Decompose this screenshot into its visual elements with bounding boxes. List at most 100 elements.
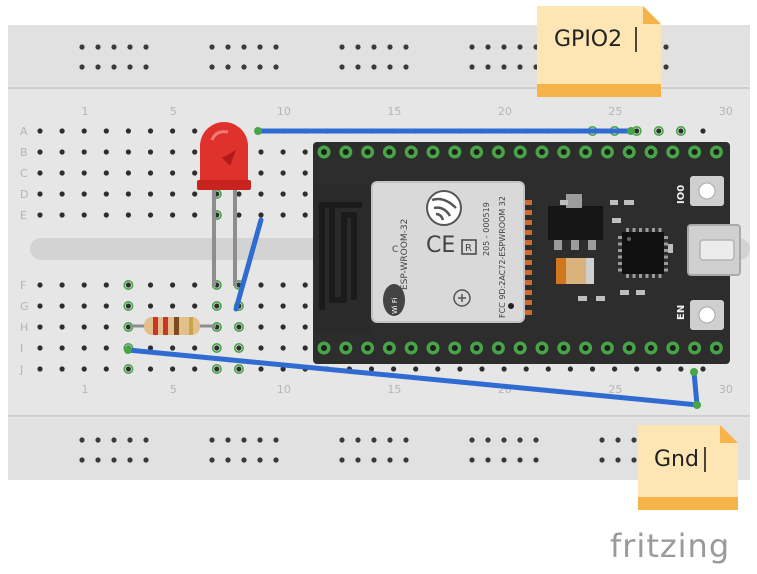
terminal-hole [103,170,109,176]
terminal-hole [302,149,308,155]
rail-hole [371,437,377,443]
rail-hole [95,44,101,50]
en-button-cap [698,306,716,324]
terminal-hole [59,149,65,155]
rail-hole [127,64,133,70]
terminal-hole [125,128,131,134]
header-pin-hole [386,149,393,155]
rail-hole [469,64,475,70]
module-pin1-dot [508,303,514,309]
note-gnd[interactable]: Gnd [638,425,738,510]
column-number: 20 [498,105,512,118]
column-number: 10 [277,105,291,118]
rail-hole [387,457,393,463]
rail-hole [257,457,263,463]
rail-hole [517,44,523,50]
terminal-hole [37,303,43,309]
r-mark: R [465,243,472,254]
terminal-hole [192,366,198,372]
terminal-hole [192,345,198,351]
terminal-hole [258,324,264,330]
power-rail-bottom [8,418,750,480]
terminal-hole [147,282,154,288]
terminal-hole [457,366,463,372]
header-pin-hole [539,345,545,351]
rail-hole [517,64,523,70]
rail-hole [339,64,345,70]
header-pin-hole [451,149,458,155]
header-pin-hole [604,149,611,155]
chip-pin [664,242,668,246]
terminal-hole [192,128,198,134]
header-pin-hole [386,345,393,351]
header-pin-hole [408,345,415,351]
terminal-hole [103,282,109,288]
terminal-hole [192,191,198,197]
terminal-hole [37,149,43,155]
note-gpio2[interactable]: GPIO2 [537,6,661,97]
rail-hole [111,64,117,70]
terminal-hole-connected [123,300,134,311]
header-pin-hole [582,149,589,155]
chip-pin [618,236,622,239]
terminal-hole [103,149,109,155]
terminal-hole [170,128,176,134]
terminal-hole [678,366,684,372]
rail-hole [273,64,279,70]
fcc-logo-icon [453,289,471,307]
rail-hole [273,457,279,463]
wires [124,127,701,409]
rail-hole [95,64,101,70]
rail-hole [225,44,231,50]
terminal-hole [612,366,618,372]
header-pin-hole [342,345,349,351]
header-pin-hole [648,345,654,351]
rail-hole [111,437,117,443]
module-pad [525,240,532,245]
rail-hole [79,437,85,443]
header-pin-hole [517,149,524,155]
terminal-hole [280,149,286,155]
terminal-hole [103,212,109,218]
rail-hole [209,64,215,70]
terminal-hole [125,149,131,155]
terminal-hole-connected [211,300,222,311]
rail-hole [143,437,149,443]
terminal-hole [170,191,176,197]
wire-endpoint-gnd-top [690,368,698,376]
terminal-hole [125,303,131,309]
terminal-hole [258,170,264,176]
terminal-hole [523,366,529,372]
rail-hole [257,44,263,50]
module-shield [371,181,525,323]
note-gnd-body [638,425,738,510]
rail-hole [469,457,475,463]
column-number: 1 [82,105,89,118]
rail-hole [631,457,637,463]
terminal-hole-connected [675,126,686,137]
chip-pin [618,255,622,259]
terminal-hole [280,282,286,288]
rail-hole [273,44,279,50]
note-gpio2-text[interactable]: GPIO2 [554,27,622,52]
terminal-hole [81,170,87,176]
column-number: 15 [387,105,401,118]
rail-hole [209,44,215,50]
terminal-hole [170,149,176,155]
rail-hole [663,44,669,50]
io0-button-cap [698,182,716,200]
terminal-hole [192,149,198,155]
led-die [222,150,236,166]
row-label: F [20,279,26,292]
terminal-hole [634,128,640,134]
module-pad [525,260,532,265]
terminal-hole [170,303,176,309]
terminal-hole [236,366,242,372]
row-label: H [20,321,28,334]
rail-hole [95,457,101,463]
rail-hole [209,437,215,443]
rail-hole [615,437,621,443]
note-gnd-text[interactable]: Gnd [654,447,699,472]
terminal-hole [302,324,308,330]
